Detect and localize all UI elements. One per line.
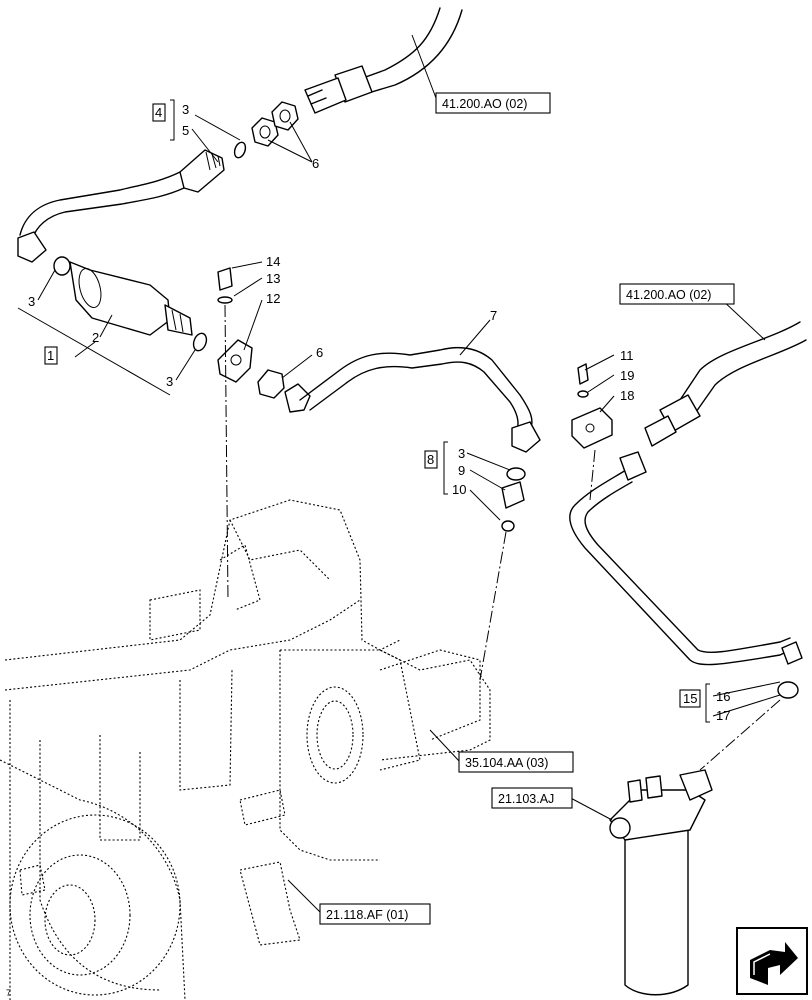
kit-4: 4 bbox=[155, 105, 162, 120]
callout-3: 3 bbox=[458, 446, 465, 461]
corner-mark: 7 bbox=[6, 988, 11, 998]
callout-6: 6 bbox=[316, 345, 323, 360]
nut-6-lower bbox=[257, 369, 311, 413]
tube-filter bbox=[569, 451, 803, 666]
bracket-12 bbox=[217, 267, 253, 383]
tube-left bbox=[17, 171, 185, 263]
next-page-arrow-icon[interactable] bbox=[736, 927, 808, 995]
o-ring-3-top bbox=[233, 141, 247, 159]
callout-3: 3 bbox=[182, 102, 189, 117]
callout-3: 3 bbox=[166, 374, 173, 389]
o-ring-17 bbox=[777, 681, 799, 699]
callout-2: 2 bbox=[92, 330, 99, 345]
callout-11: 11 bbox=[620, 348, 634, 363]
kit-15: 15 bbox=[683, 691, 697, 706]
kit-1: 1 bbox=[47, 348, 54, 363]
callout-6: 6 bbox=[312, 156, 319, 171]
callout-10: 10 bbox=[452, 482, 466, 497]
fitting-5 bbox=[179, 149, 225, 193]
reference-boxes: 41.200.AO (02) 41.200.AO (02) 35.104.AA … bbox=[319, 92, 735, 925]
kit-8-parts bbox=[501, 467, 526, 532]
callout-19: 19 bbox=[620, 368, 634, 383]
right-hose bbox=[644, 321, 807, 447]
callout-5: 5 bbox=[182, 123, 189, 138]
ref-21-103-aj[interactable]: 21.103.AJ bbox=[498, 792, 554, 806]
transmission-housing bbox=[0, 499, 491, 1000]
ref-21-118-af[interactable]: 21.118.AF (01) bbox=[326, 908, 408, 922]
callout-7: 7 bbox=[490, 308, 497, 323]
ref-35-104-aa[interactable]: 35.104.AA (03) bbox=[465, 756, 548, 770]
ref-41-200-ao-right[interactable]: 41.200.AO (02) bbox=[626, 288, 711, 302]
clamp-18 bbox=[571, 363, 613, 449]
callout-9: 9 bbox=[458, 463, 465, 478]
assembly-lines bbox=[224, 304, 781, 771]
leader-lines bbox=[17, 34, 781, 913]
callout-18: 18 bbox=[620, 388, 634, 403]
kit-markers: 4 1 8 15 bbox=[44, 99, 710, 723]
callout-14: 14 bbox=[266, 254, 280, 269]
callout-16: 16 bbox=[716, 689, 730, 704]
upper-hose bbox=[304, 7, 463, 114]
filter-21-103 bbox=[609, 769, 713, 996]
ref-41-200-ao-top[interactable]: 41.200.AO (02) bbox=[442, 97, 527, 111]
callouts: 3 5 6 3 2 3 14 13 12 6 7 3 9 10 11 19 18… bbox=[28, 102, 730, 723]
callout-3: 3 bbox=[28, 294, 35, 309]
callout-13: 13 bbox=[266, 271, 280, 286]
tube-7 bbox=[299, 347, 541, 453]
nut-pair-6 bbox=[251, 101, 299, 147]
callout-12: 12 bbox=[266, 291, 280, 306]
callout-17: 17 bbox=[716, 708, 730, 723]
o-ring-3-lower bbox=[192, 332, 208, 352]
o-ring-left bbox=[53, 256, 71, 276]
valve-2 bbox=[69, 261, 193, 336]
kit-8: 8 bbox=[427, 452, 434, 467]
